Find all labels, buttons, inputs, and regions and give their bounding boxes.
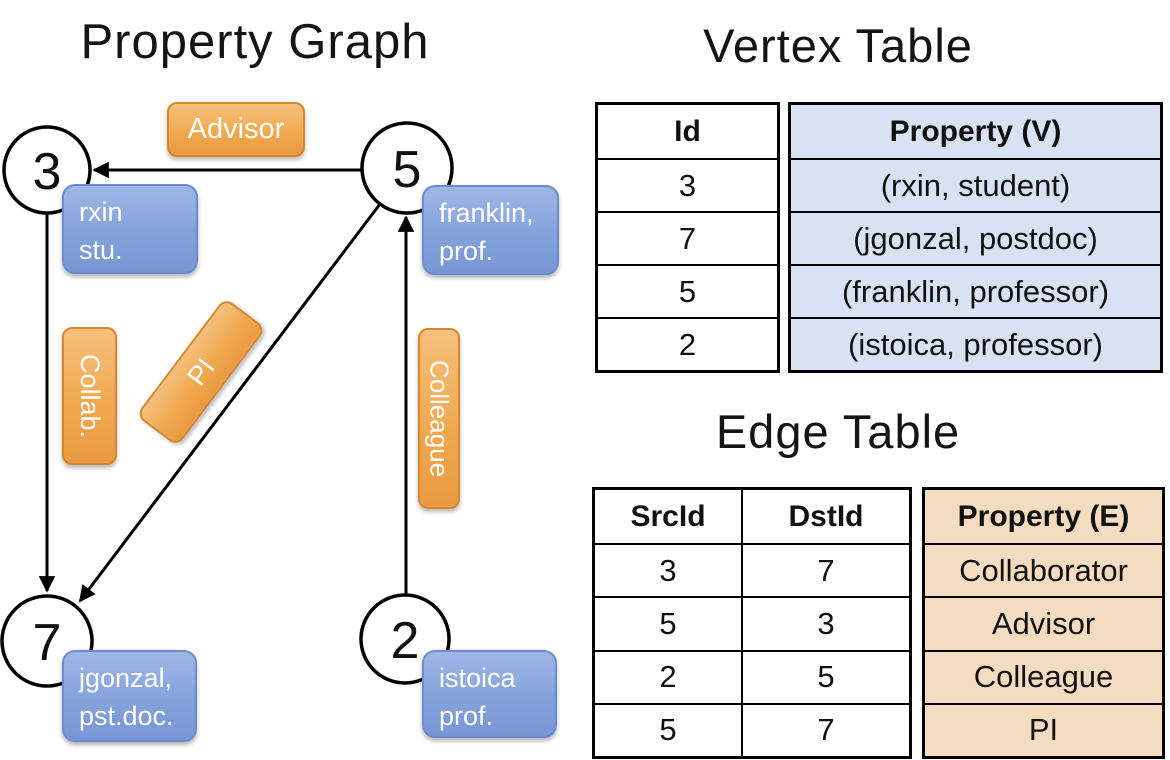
vertex-property-cell: (jgonzal, postdoc) bbox=[791, 211, 1160, 264]
node-id-5: 5 bbox=[393, 141, 422, 199]
vertex-col-header-property: Property (V) bbox=[889, 114, 1062, 148]
vertex-table-title: Vertex Table bbox=[703, 19, 973, 72]
vertex-id-cell: 2 bbox=[598, 317, 777, 370]
edge-property-cell: PI bbox=[925, 702, 1162, 756]
vertex-property-cell: (rxin, student) bbox=[791, 158, 1160, 211]
node-id-7: 7 bbox=[33, 614, 62, 672]
edge-label-collab: Collab. bbox=[62, 327, 117, 465]
edge-arrow-5-to-7 bbox=[78, 203, 382, 603]
node-property-line: istoica bbox=[439, 663, 516, 693]
vertex-id-cell: 7 bbox=[598, 211, 777, 264]
edge-table-title: Edge Table bbox=[715, 405, 961, 458]
edge-srcid-cell: 2 bbox=[595, 649, 743, 703]
edge-dstid-cell: 7 bbox=[743, 702, 909, 756]
node-property-line: pst.doc. bbox=[79, 700, 174, 731]
property-graph-title: Property Graph bbox=[80, 15, 430, 69]
edge-label-advisor: Advisor bbox=[167, 102, 305, 157]
node-id-2: 2 bbox=[391, 612, 420, 670]
edge-property-cell: Colleague bbox=[925, 649, 1162, 703]
node-property-box-5: franklin, prof. bbox=[422, 185, 559, 275]
edge-dstid-cell: 3 bbox=[743, 596, 909, 649]
vertex-table-id-column: Id 3 7 5 2 bbox=[595, 102, 780, 373]
edge-srcid-cell: 5 bbox=[595, 702, 743, 756]
vertex-id-cell: 3 bbox=[598, 158, 777, 211]
vertex-table-property-column: Property (V) (rxin, student) (jgonzal, p… bbox=[788, 102, 1163, 373]
node-property-box-3: rxin stu. bbox=[62, 184, 198, 274]
edge-label-collab-text: Collab. bbox=[75, 353, 105, 439]
edge-srcid-cell: 5 bbox=[595, 596, 743, 650]
node-id-3: 3 bbox=[33, 143, 62, 201]
edge-dstid-cell: 5 bbox=[743, 649, 909, 703]
edge-property-cell: Advisor bbox=[925, 596, 1162, 649]
edge-label-advisor-text: Advisor bbox=[187, 113, 285, 145]
node-property-line: rxin bbox=[79, 197, 123, 227]
node-property-line: franklin, bbox=[439, 198, 534, 228]
vertex-id-cell: 5 bbox=[598, 264, 777, 317]
vertex-property-cell: (istoica, professor) bbox=[791, 317, 1160, 370]
node-property-box-7: jgonzal, pst.doc. bbox=[62, 650, 197, 742]
edge-table-src-dst-columns: SrcId DstId 3 7 5 3 2 5 5 7 bbox=[592, 487, 912, 759]
node-property-line: prof. bbox=[439, 235, 494, 266]
node-property-box-2: istoica prof. bbox=[422, 650, 557, 738]
edge-label-colleague-text: Colleague bbox=[424, 359, 455, 478]
edge-col-header-dstid: DstId bbox=[788, 499, 864, 533]
vertex-col-header-id: Id bbox=[674, 114, 701, 148]
edge-dstid-cell: 7 bbox=[743, 543, 909, 596]
edge-col-header-property: Property (E) bbox=[957, 499, 1130, 533]
edge-label-pi-text: PI bbox=[180, 352, 221, 391]
edge-table-property-column: Property (E) Collaborator Advisor Collea… bbox=[922, 487, 1165, 759]
node-property-line: jgonzal, bbox=[79, 663, 173, 693]
edge-property-cell: Collaborator bbox=[925, 543, 1162, 596]
node-property-line: prof. bbox=[439, 700, 494, 731]
edge-label-colleague: Colleague bbox=[418, 328, 460, 509]
edge-col-header-srcid: SrcId bbox=[595, 490, 743, 544]
edge-srcid-cell: 3 bbox=[595, 543, 743, 597]
node-property-line: stu. bbox=[79, 234, 123, 265]
vertex-property-cell: (franklin, professor) bbox=[791, 264, 1160, 317]
